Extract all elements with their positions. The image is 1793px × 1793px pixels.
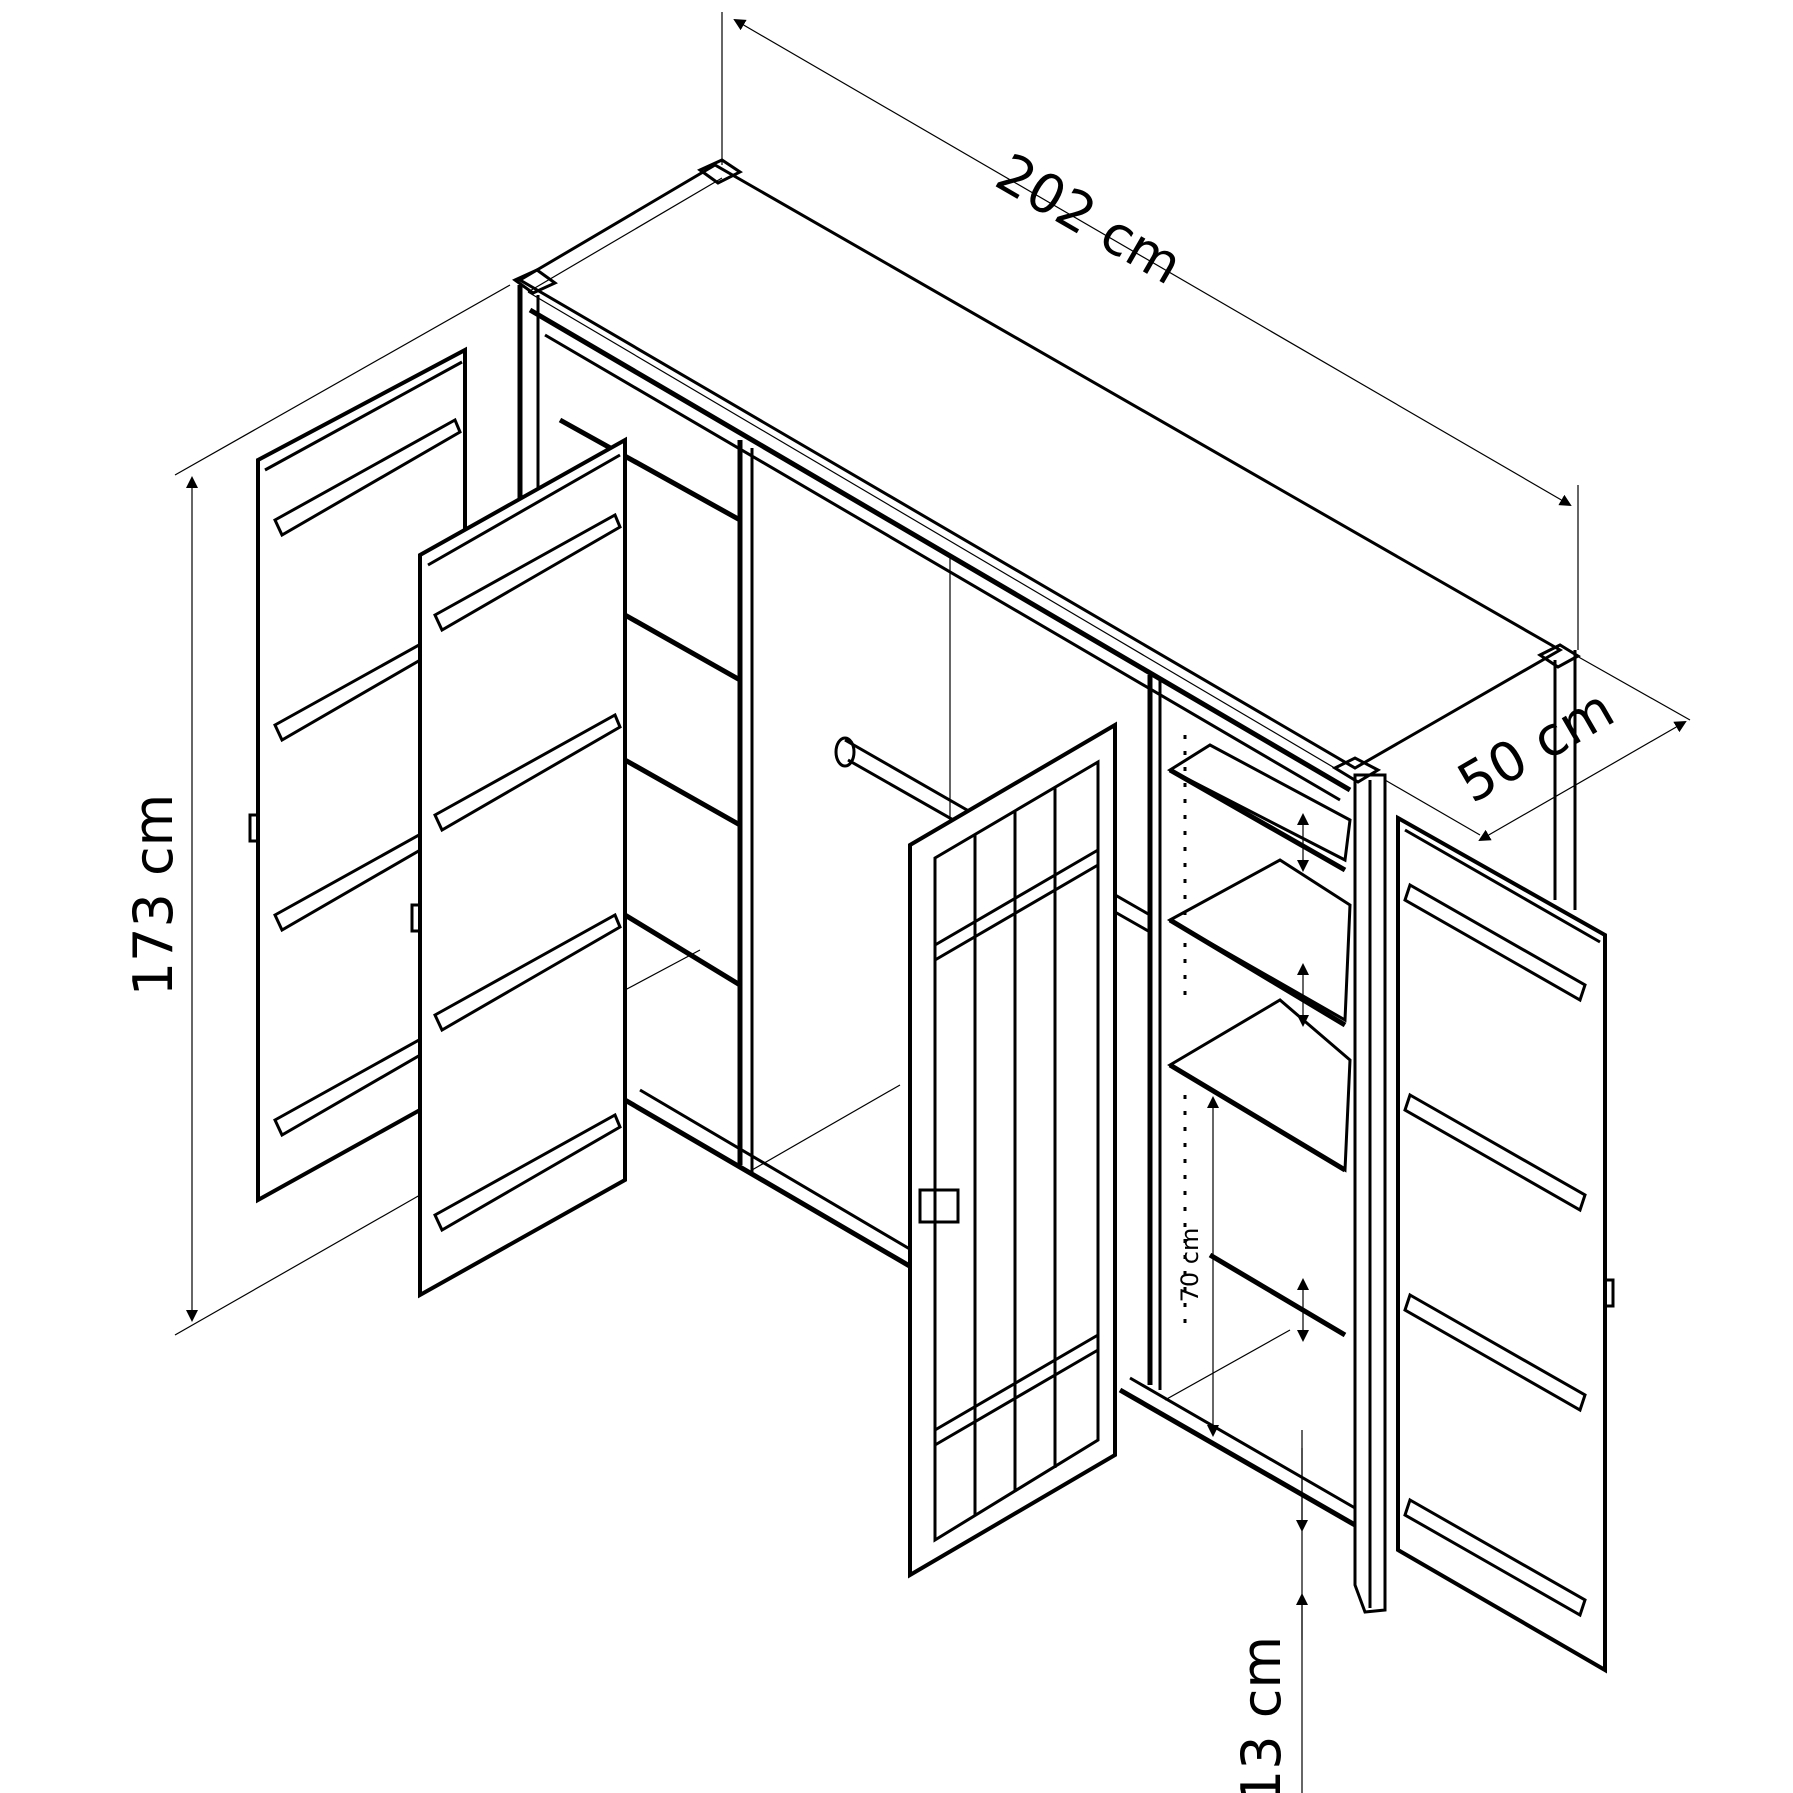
left-compartment-shelves — [558, 417, 742, 991]
dimension-leg-height: 13 cm — [1230, 1430, 1308, 1793]
right-door-hinge — [1603, 1278, 1615, 1308]
left-outer-door-hinge — [248, 813, 260, 843]
width-label: 202 cm — [986, 141, 1193, 297]
right-compartment-shelves — [1166, 735, 1352, 1342]
left-inner-door-hinge — [410, 903, 422, 933]
dimension-width: 202 cm — [721, 12, 1579, 650]
lattice-door-handle[interactable] — [918, 1188, 960, 1224]
leg-height-label: 13 cm — [1230, 1636, 1293, 1793]
right-door[interactable] — [1396, 814, 1615, 1674]
left-inner-door[interactable] — [410, 436, 627, 1299]
left-outer-door[interactable] — [248, 346, 467, 1204]
depth-label: 50 cm — [1447, 677, 1624, 816]
dimension-depth: 50 cm — [1384, 654, 1691, 841]
dimension-height: 173 cm — [122, 284, 511, 1336]
compartment-label: 70 cm — [1176, 1228, 1204, 1303]
right-door-shelf-rails — [1403, 882, 1587, 1618]
lattice-door-bars — [934, 788, 1099, 1515]
lattice-door[interactable] — [908, 721, 1117, 1579]
dimension-compartment: 70 cm — [1176, 1096, 1219, 1437]
cabinet-body — [512, 158, 1581, 1614]
height-label: 173 cm — [122, 794, 185, 997]
left-inner-door-shelf-rails — [433, 512, 622, 1233]
